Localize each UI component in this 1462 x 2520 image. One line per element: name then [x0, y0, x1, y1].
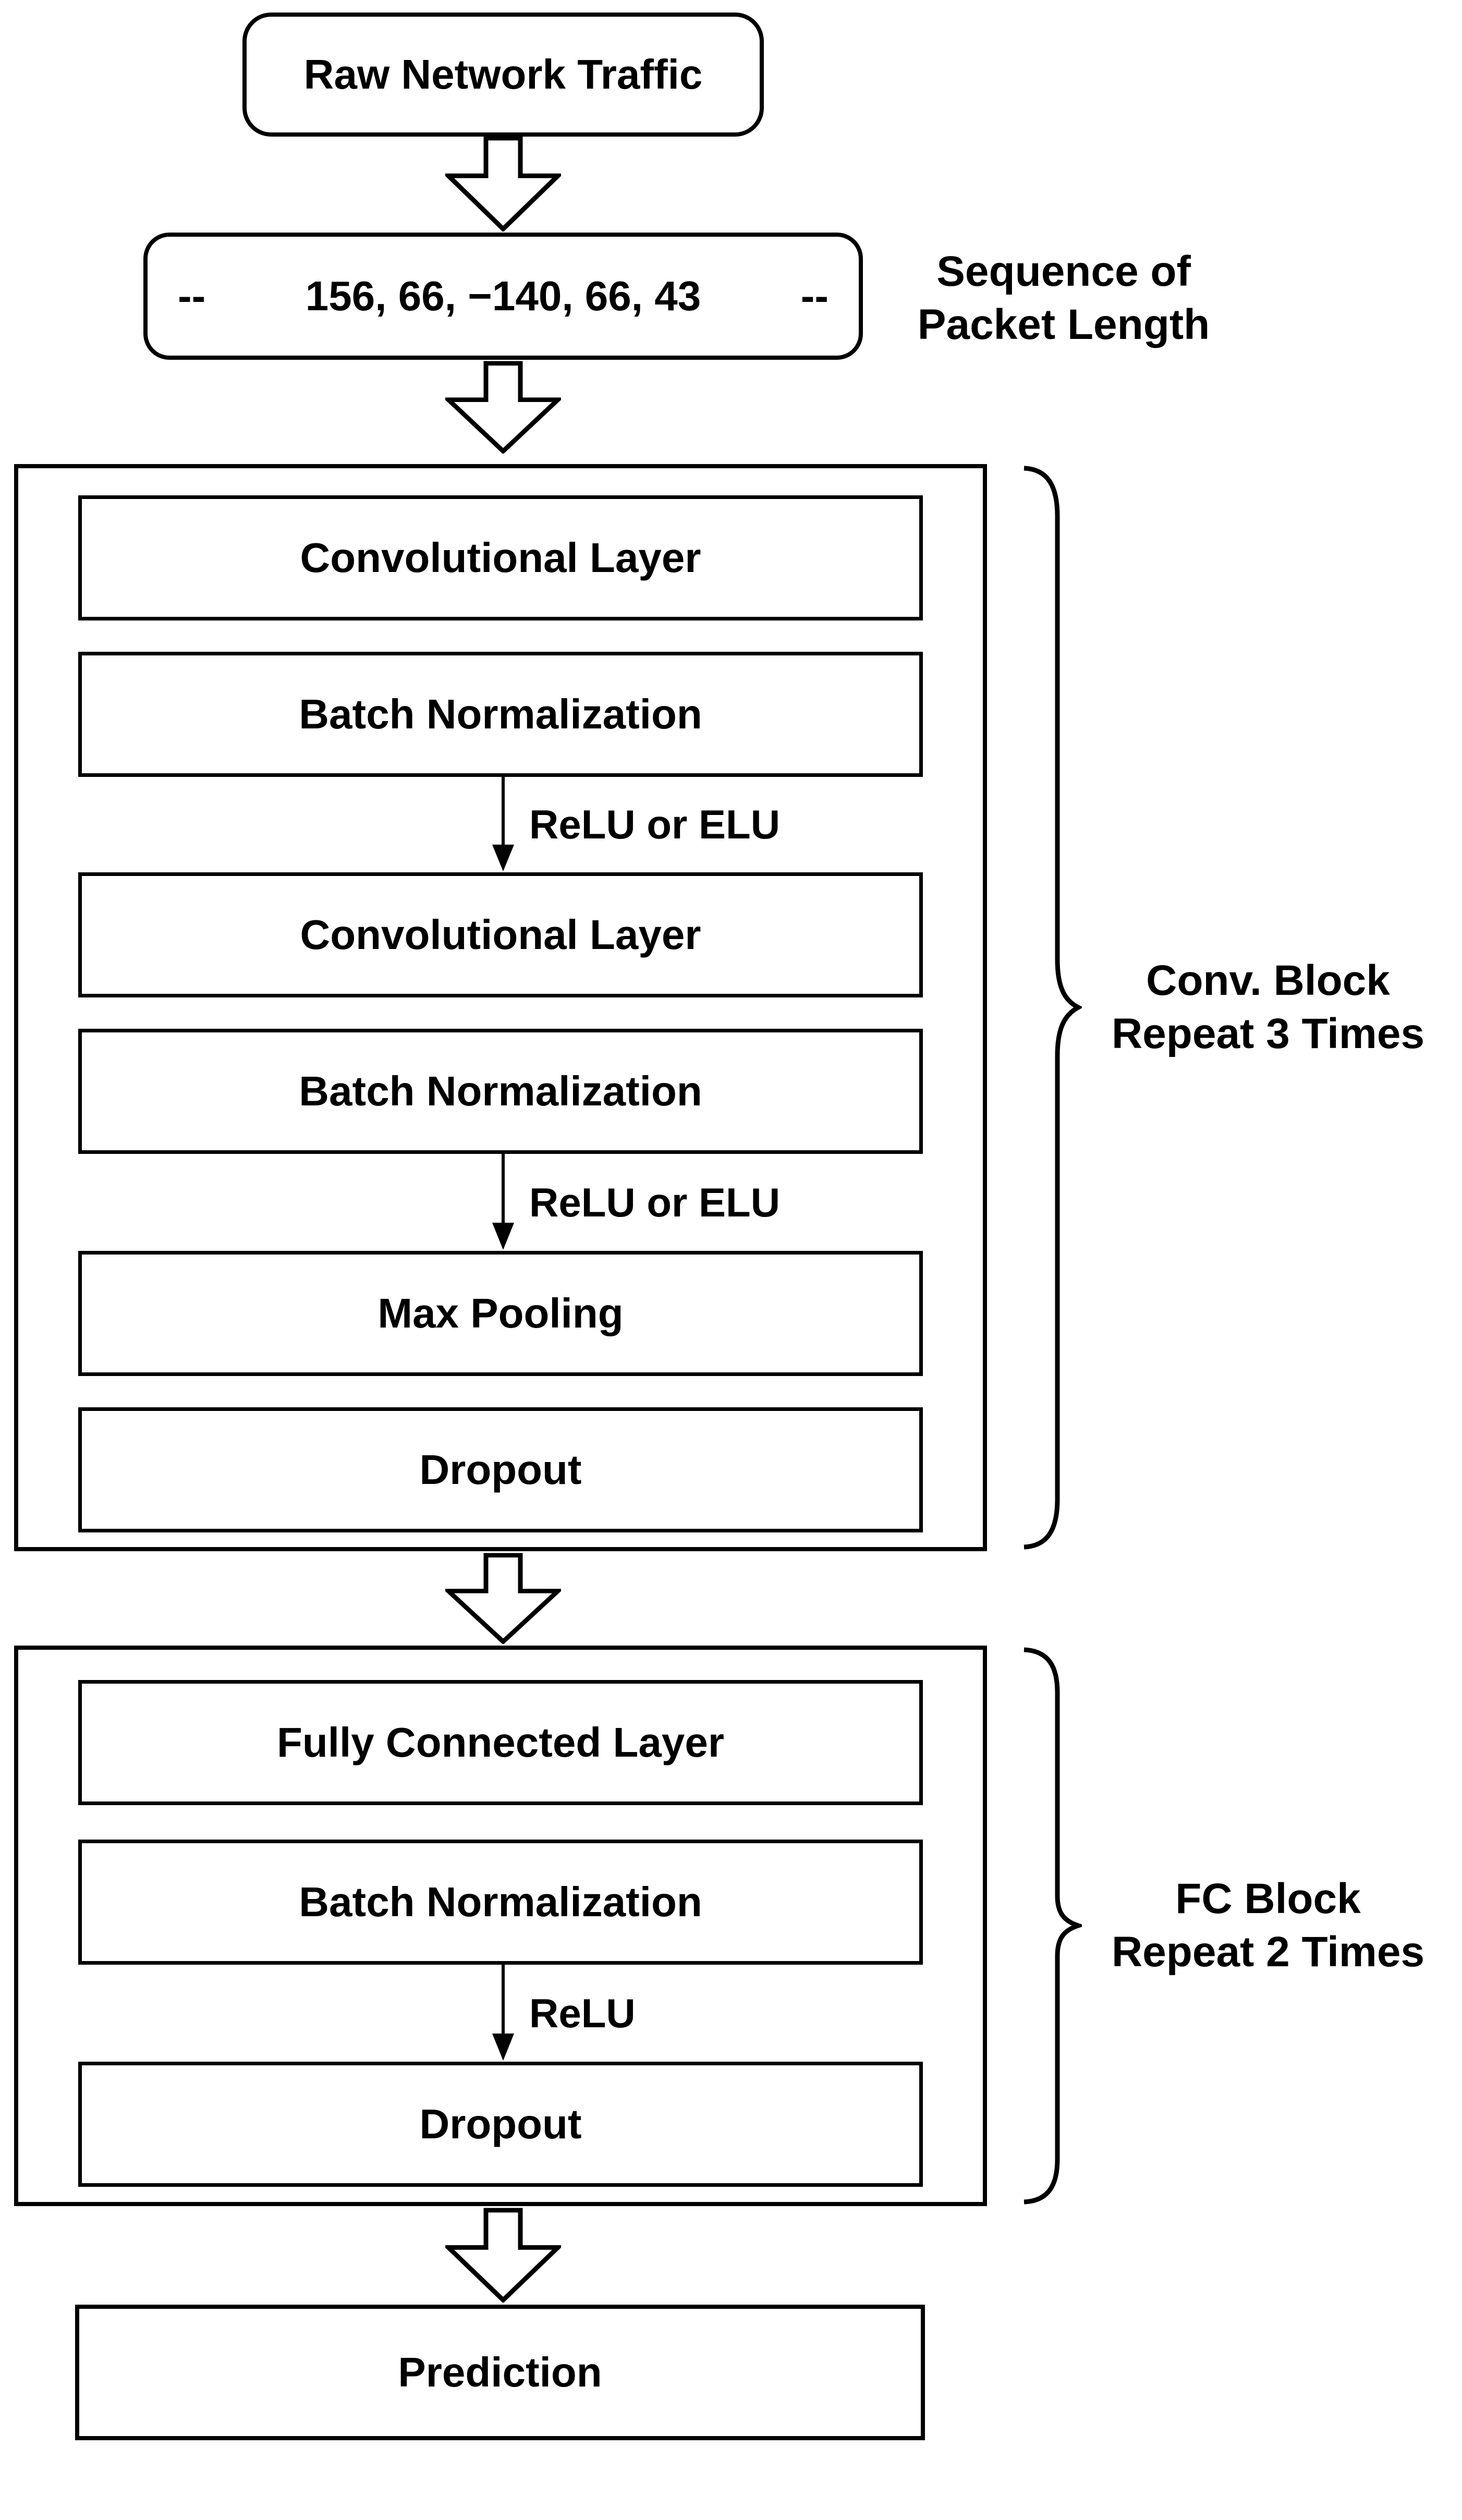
- dropout-box-fc: Dropout: [78, 2062, 923, 2187]
- down-block-arrow-icon: [445, 361, 561, 454]
- batch-norm-box-1: Batch Normalization: [78, 652, 923, 777]
- sequence-annotation-line1: Sequence of: [936, 248, 1191, 295]
- sequence-annotation-line2: Packet Length: [917, 301, 1210, 348]
- relu-arrow-icon: [492, 1965, 514, 2061]
- batch-norm-box-2: Batch Normalization: [78, 1029, 923, 1154]
- batch-norm-label-1: Batch Normalization: [299, 691, 702, 737]
- dropout-box-conv: Dropout: [78, 1407, 923, 1532]
- fc-block-brace-label-line2: Repeat 2 Times: [1111, 1928, 1425, 1976]
- batch-norm-label-fc: Batch Normalization: [299, 1879, 702, 1925]
- prediction-box: Prediction: [75, 2305, 925, 2440]
- curly-brace-icon: [1024, 1647, 1082, 2205]
- conv-block-brace-label-line2: Repeat 3 Times: [1111, 1010, 1425, 1057]
- prediction-label: Prediction: [398, 2349, 602, 2395]
- batch-norm-box-fc: Batch Normalization: [78, 1840, 923, 1965]
- fc-block-brace-label-line1: FC Block: [1175, 1875, 1361, 1922]
- sequence-left-dashes: --: [178, 273, 206, 319]
- activation-label: ReLU or ELU: [529, 1179, 781, 1225]
- raw-network-traffic-box: Raw Network Traffic: [242, 13, 764, 137]
- fc-block-brace-label: FC Block Repeat 2 Times: [1074, 1872, 1462, 1979]
- dropout-label-conv: Dropout: [419, 1446, 582, 1493]
- max-pooling-label: Max Pooling: [377, 1290, 624, 1336]
- conv-block-brace-label-line1: Conv. Block: [1146, 957, 1390, 1004]
- conv-layer-label-2: Convolutional Layer: [300, 911, 701, 958]
- sequence-annotation: Sequence of Packet Length: [886, 245, 1241, 351]
- sequence-right-dashes: --: [800, 273, 829, 319]
- packet-length-sequence-box: -- 156, 66, −140, 66, 43 --: [143, 233, 863, 360]
- fully-connected-label: Fully Connected Layer: [277, 1719, 724, 1766]
- activation-label: ReLU: [529, 1990, 636, 2036]
- conv-block-brace-label: Conv. Block Repeat 3 Times: [1074, 954, 1462, 1061]
- activation-label: ReLU or ELU: [529, 801, 781, 847]
- conv-layer-box-2: Convolutional Layer: [78, 872, 923, 997]
- relu-arrow-icon: [492, 1154, 514, 1250]
- dropout-label-fc: Dropout: [419, 2101, 582, 2147]
- curly-brace-icon: [1024, 466, 1082, 1550]
- conv-layer-box-1: Convolutional Layer: [78, 495, 923, 620]
- max-pooling-box: Max Pooling: [78, 1251, 923, 1376]
- down-block-arrow-icon: [445, 1553, 561, 1644]
- down-block-arrow-icon: [445, 2208, 561, 2303]
- down-block-arrow-icon: [445, 136, 561, 232]
- fully-connected-box: Fully Connected Layer: [78, 1680, 923, 1805]
- conv-block-container: [14, 464, 987, 1551]
- sequence-values: 156, 66, −140, 66, 43: [305, 273, 701, 319]
- conv-layer-label-1: Convolutional Layer: [300, 534, 701, 581]
- raw-network-traffic-label: Raw Network Traffic: [303, 51, 703, 98]
- batch-norm-label-2: Batch Normalization: [299, 1068, 702, 1114]
- packet-length-sequence-content: -- 156, 66, −140, 66, 43 --: [148, 237, 859, 356]
- relu-arrow-icon: [492, 777, 514, 872]
